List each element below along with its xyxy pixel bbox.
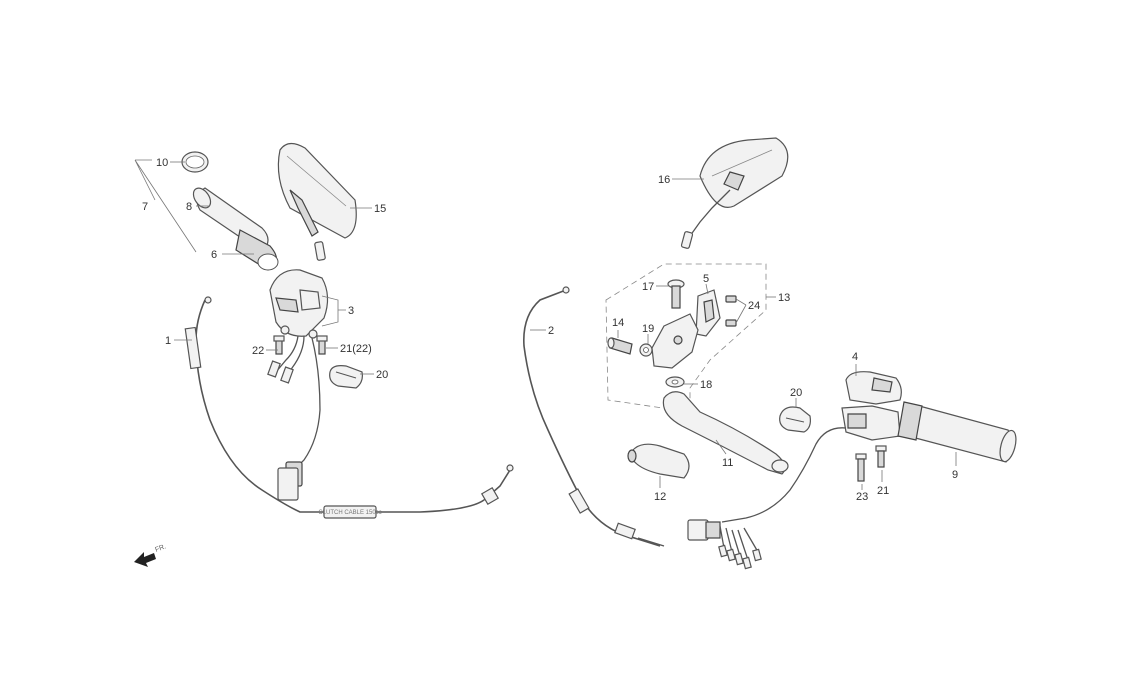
right-switch-housing-part [841, 371, 902, 441]
callout-6: 6 [211, 249, 217, 261]
callout-4: 4 [852, 351, 858, 363]
callout-14: 14 [612, 317, 624, 329]
throttle-cable-part: CLUTCH CABLE 150cc [184, 296, 514, 519]
callout-9: 9 [952, 469, 958, 481]
front-direction-label: FR. [154, 543, 167, 553]
pivot-bolt-part [667, 279, 685, 309]
callout-7: 7 [142, 201, 148, 213]
callout-2: 2 [548, 325, 554, 337]
lever-assembly-group-box [605, 263, 767, 413]
adjuster-bolt-part [607, 337, 633, 355]
clutch-cable-part [523, 286, 665, 547]
right-mirror-part [680, 137, 789, 249]
callout-21-22: 21(22) [340, 343, 372, 355]
callout-20-left: 20 [376, 369, 388, 381]
holder-screws-part [725, 295, 737, 327]
callout-13: 13 [778, 292, 790, 304]
right-clamp-part [779, 406, 811, 433]
left-switch-wiring [267, 335, 321, 501]
callout-21: 21 [877, 485, 889, 497]
left-screw-a-part [273, 335, 285, 355]
front-direction-indicator: FR. [134, 543, 167, 567]
callout-5: 5 [703, 273, 709, 285]
grip-ring-part [181, 151, 209, 173]
callout-22: 22 [252, 345, 264, 357]
callout-11: 11 [722, 457, 733, 469]
callout-20-right: 20 [790, 387, 802, 399]
throttle-grip-part [192, 187, 279, 271]
cable-sleeve-label: CLUTCH CABLE 150cc [318, 510, 381, 516]
cable-sleeve [323, 505, 377, 519]
leader-lines [134, 159, 957, 490]
right-switch-wiring [687, 427, 847, 570]
callout-3: 3 [348, 305, 354, 317]
callout-10: 10 [156, 157, 168, 169]
callout-16: 16 [658, 174, 670, 186]
callout-8: 8 [186, 201, 192, 213]
lock-nut-part [639, 343, 653, 357]
lever-holder-part [695, 289, 721, 337]
callout-17: 17 [642, 281, 654, 293]
left-clamp-part [329, 365, 363, 389]
callout-18: 18 [700, 379, 712, 391]
callout-19: 19 [642, 323, 654, 335]
left-mirror-part [277, 142, 357, 261]
lever-bracket-part [651, 313, 699, 369]
callout-12: 12 [654, 491, 666, 503]
left-switch-housing-part [269, 269, 329, 339]
front-arrow-icon [134, 552, 156, 567]
clutch-lever-part [662, 391, 789, 475]
right-screw-b-part [875, 445, 887, 468]
callout-24: 24 [748, 300, 760, 312]
callout-15: 15 [374, 203, 386, 215]
callout-23: 23 [856, 491, 868, 503]
washer-part [665, 376, 685, 388]
callout-1: 1 [165, 335, 171, 347]
lever-cover-part [627, 443, 690, 479]
left-screw-b-part [316, 335, 328, 355]
right-grip-part [897, 401, 1017, 463]
right-screw-a-part [855, 453, 867, 482]
